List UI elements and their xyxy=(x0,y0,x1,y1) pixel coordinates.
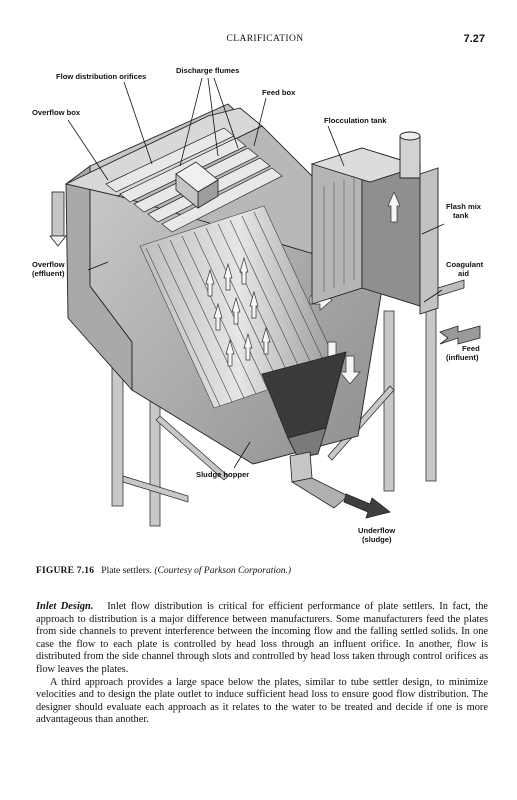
flash-mix-tank xyxy=(387,131,439,315)
label-flash-mix-line1: Flash mix xyxy=(446,202,482,211)
label-feed-box: Feed box xyxy=(262,88,296,97)
label-underflow-line1: Underflow xyxy=(358,526,396,535)
label-underflow-line2: (sludge) xyxy=(362,535,392,544)
label-underflow-sludge: Underflow (sludge) xyxy=(358,526,395,544)
label-flocculation-tank: Flocculation tank xyxy=(324,116,387,125)
label-feed-line1: Feed xyxy=(462,344,480,353)
feed-pipe xyxy=(437,279,481,345)
label-sludge-hopper: Sludge hopper xyxy=(196,470,250,479)
label-overflow-line2: (effluent) xyxy=(32,269,65,278)
label-feed-influent: Feed (influent) xyxy=(446,344,480,362)
page-header: CLARIFICATION 7.27 xyxy=(0,33,517,48)
underflow-pipe xyxy=(289,451,391,519)
label-flash-mix-line2: tank xyxy=(453,211,469,220)
page-number: 7.27 xyxy=(463,33,485,45)
plate-settler-figure: Flow distribution orifices Discharge flu… xyxy=(28,56,494,548)
label-coagulant-aid: Coagulant aid xyxy=(446,260,483,278)
inclined-plates xyxy=(139,205,339,409)
label-flash-mix-tank: Flash mix tank xyxy=(446,202,481,220)
sludge-hopper xyxy=(261,351,347,459)
label-overflow-line1: Overflow xyxy=(32,260,65,269)
flocculation-tank xyxy=(310,147,422,307)
figure-number: FIGURE 7.16 xyxy=(36,566,95,576)
support-frame xyxy=(111,300,437,527)
label-feed-line2: (influent) xyxy=(446,353,479,362)
label-overflow-box: Overflow box xyxy=(32,108,81,117)
label-coagulant-line1: Coagulant xyxy=(446,260,484,269)
caption-text: Plate settlers. xyxy=(101,566,152,576)
paragraph-2: A third approach provides a large space … xyxy=(36,676,488,726)
body-text: Inlet Design. Inlet flow distribution is… xyxy=(36,601,488,727)
label-coagulant-line2: aid xyxy=(458,269,469,278)
label-overflow-effluent: Overflow (effluent) xyxy=(32,260,65,278)
label-flow-distribution-orifices: Flow distribution orifices xyxy=(56,72,147,81)
paragraph-1: Inlet Design. Inlet flow distribution is… xyxy=(36,601,488,677)
plate-settler-illustration xyxy=(49,77,481,527)
running-head: CLARIFICATION xyxy=(226,34,304,44)
caption-credit: (Courtesy of Parkson Corporation.) xyxy=(154,566,292,576)
feed-box xyxy=(175,161,219,209)
label-discharge-flumes: Discharge flumes xyxy=(176,66,240,75)
overflow-pipe xyxy=(49,191,67,247)
paragraph-1-text: Inlet flow distribution is critical for … xyxy=(36,601,488,675)
inline-heading: Inlet Design. xyxy=(36,601,94,612)
label-leaders xyxy=(67,77,445,469)
figure-caption: FIGURE 7.16 Plate settlers. (Courtesy of… xyxy=(36,566,486,576)
